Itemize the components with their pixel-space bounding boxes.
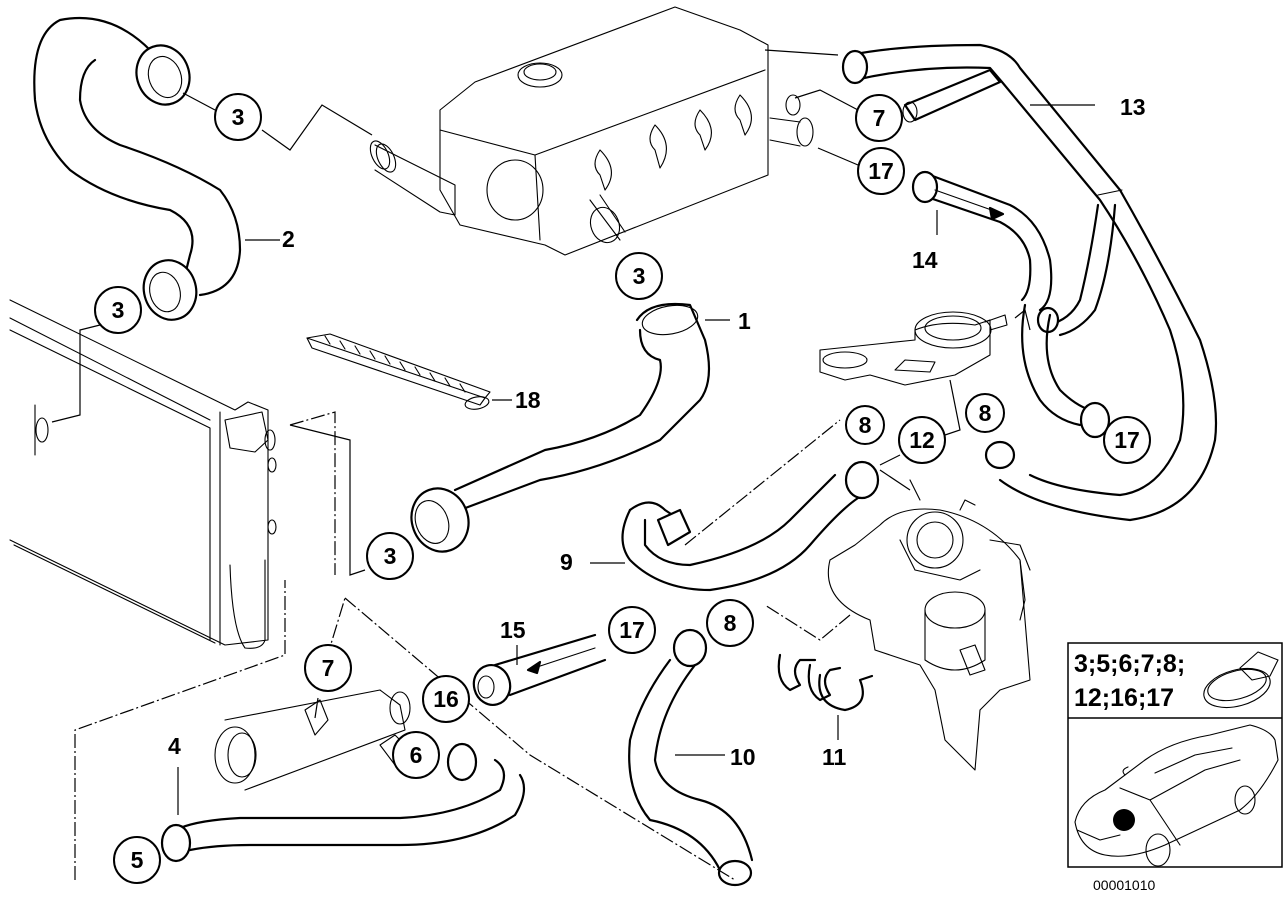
callout-17-lower[interactable]: 17	[608, 606, 656, 654]
car-locator-icon	[1074, 724, 1279, 867]
hose-4	[160, 742, 526, 863]
svg-text:6: 6	[410, 742, 423, 768]
thermostat-housing	[819, 311, 1008, 386]
callout-6[interactable]: 6	[392, 731, 440, 779]
callout-16[interactable]: 16	[422, 675, 470, 723]
svg-text:3: 3	[112, 297, 125, 323]
svg-text:3: 3	[232, 104, 245, 130]
svg-text:17: 17	[619, 617, 645, 643]
label-part-13[interactable]: 13	[1120, 94, 1146, 120]
boundary-lines	[74, 411, 851, 881]
svg-text:12: 12	[909, 427, 935, 453]
callout-3-left[interactable]: 3	[94, 286, 142, 334]
label-part-11[interactable]: 11	[822, 744, 847, 770]
svg-text:17: 17	[868, 158, 894, 184]
callout-3-lower[interactable]: 3	[366, 532, 414, 580]
hose-clamp-icon	[1203, 651, 1279, 709]
legend-clamp-items-line1: 3;5;6;7;8;	[1074, 650, 1185, 678]
svg-text:5: 5	[131, 847, 144, 873]
radiator	[9, 299, 277, 649]
callout-7-lower[interactable]: 7	[304, 644, 352, 692]
hose-13	[841, 43, 1218, 522]
drawing-number: 00001010	[1093, 877, 1156, 893]
label-part-15[interactable]: 15	[500, 617, 526, 643]
legend-clamp-items-line2: 12;16;17	[1074, 684, 1174, 712]
label-part-4[interactable]: 4	[168, 733, 181, 759]
svg-text:8: 8	[724, 610, 737, 636]
head-outlet-pipe	[369, 140, 456, 216]
cable-tie-ribs	[324, 335, 466, 393]
hose-14	[911, 170, 1053, 312]
cable-tie-18	[306, 333, 491, 410]
label-part-9[interactable]: 9	[560, 549, 573, 575]
callout-3-center[interactable]: 3	[615, 252, 663, 300]
leader-lines	[51, 49, 1095, 815]
callout-8-left[interactable]: 8	[845, 405, 885, 445]
label-part-2[interactable]: 2	[282, 226, 295, 252]
label-part-1[interactable]: 1	[738, 308, 751, 334]
hose-1	[410, 302, 711, 553]
hose-10	[628, 628, 754, 887]
hose-2	[33, 16, 242, 321]
callout-3-top[interactable]: 3	[214, 93, 262, 141]
pipe-15	[472, 633, 607, 706]
hose-9	[621, 460, 880, 592]
pipe-4-assembly	[214, 689, 411, 791]
label-part-14[interactable]: 14	[912, 247, 938, 273]
svg-text:8: 8	[859, 412, 872, 438]
callout-17-right[interactable]: 17	[1103, 416, 1151, 464]
auxiliary-water-pump	[827, 479, 1031, 771]
clips-11	[777, 653, 874, 712]
callout-8-lower[interactable]: 8	[706, 599, 754, 647]
engine-cylinder-head	[439, 6, 769, 256]
label-part-18[interactable]: 18	[515, 387, 541, 413]
svg-text:17: 17	[1114, 427, 1140, 453]
head-fittings-right	[769, 94, 814, 147]
svg-text:3: 3	[384, 543, 397, 569]
svg-text:3: 3	[633, 263, 646, 289]
callout-17-top[interactable]: 17	[857, 147, 905, 195]
engine-bay-marker	[1113, 809, 1135, 831]
svg-text:16: 16	[433, 686, 459, 712]
label-part-10[interactable]: 10	[730, 744, 756, 770]
hose-thermostat-lower	[984, 303, 1111, 470]
svg-text:7: 7	[322, 655, 335, 681]
callout-5[interactable]: 5	[113, 836, 161, 884]
legend-box: 3;5;6;7;8; 12;16;17	[1067, 642, 1283, 868]
callout-8-right[interactable]: 8	[965, 393, 1005, 433]
callout-7-top[interactable]: 7	[855, 94, 903, 142]
callout-12[interactable]: 12	[898, 416, 946, 464]
svg-text:7: 7	[873, 105, 886, 131]
svg-text:8: 8	[979, 400, 992, 426]
